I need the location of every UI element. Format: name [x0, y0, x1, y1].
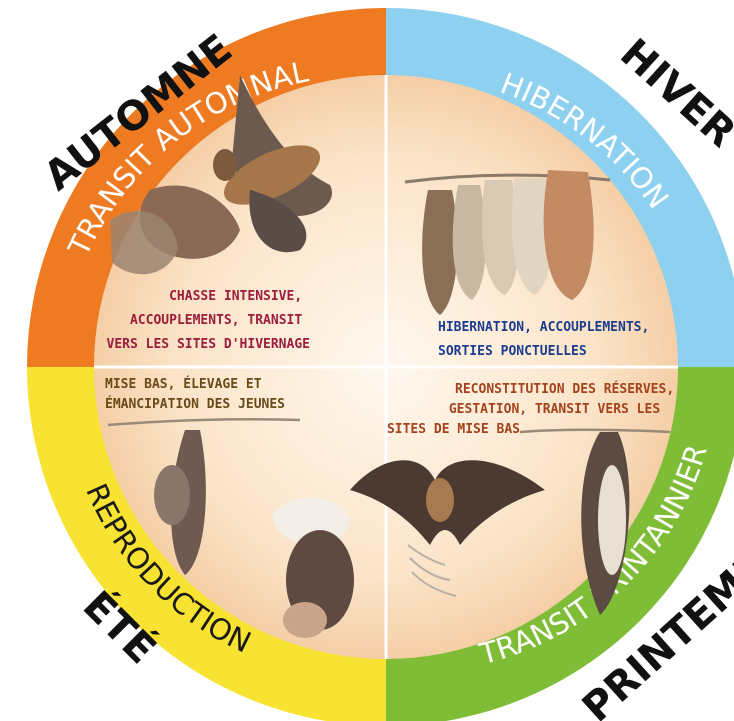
- bat-life-cycle-diagram: TRANSIT AUTOMNAL HIBERNATION REPRODUCTIO…: [0, 0, 734, 721]
